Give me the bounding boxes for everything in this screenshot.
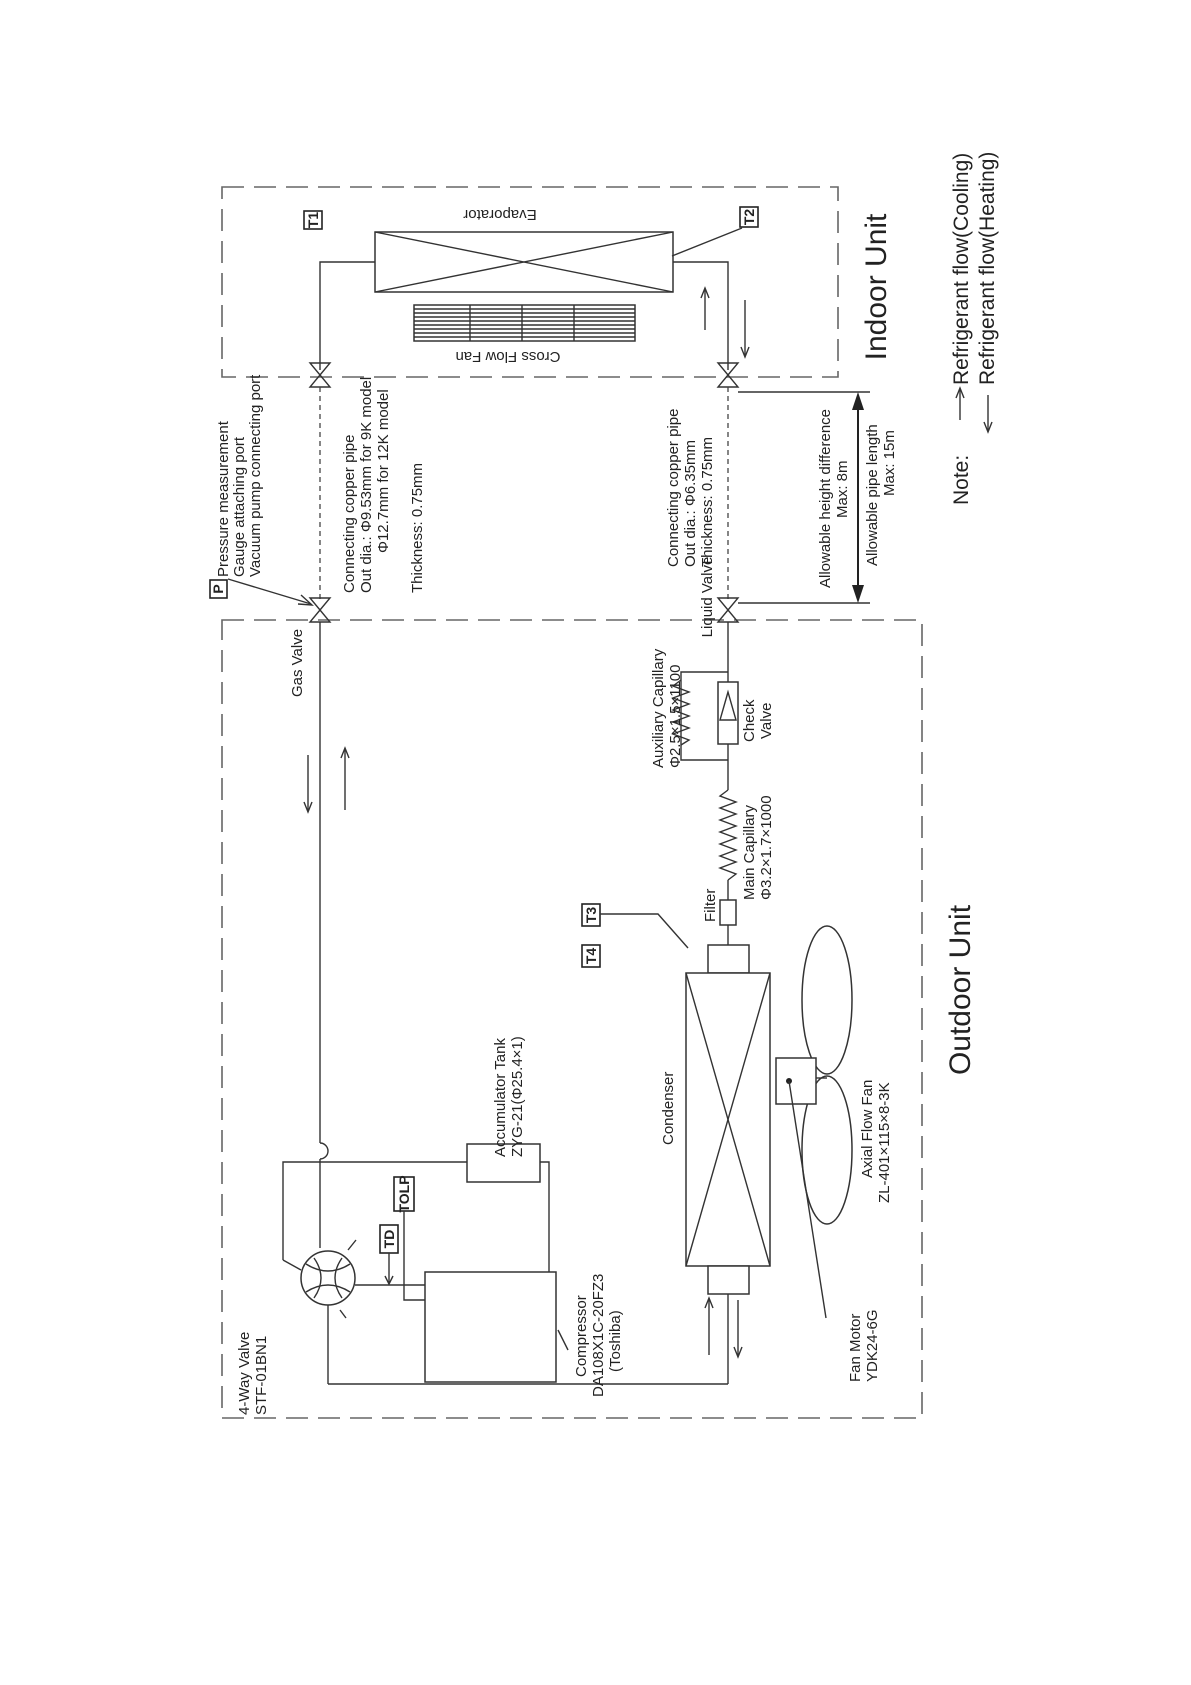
- filter-label: Filter: [702, 889, 719, 922]
- main-capillary-label: Main Capillary Φ3.2×1.7×1000: [741, 795, 775, 900]
- note-label: Note:: [950, 455, 973, 505]
- pressure-port-letter: P: [210, 584, 226, 593]
- liquid-valve: [716, 597, 740, 612]
- condenser-label: Condenser: [660, 1072, 677, 1145]
- sensor-t2-label: T2: [741, 209, 757, 226]
- svg-text:Allowable pipe length: Allowable pipe length: [864, 424, 881, 566]
- condenser-header-top: [707, 944, 750, 974]
- sensor-t4-tag: [581, 944, 601, 968]
- gas-valve-label: Gas Valve: [289, 629, 306, 697]
- evaporator: [374, 231, 674, 293]
- pressure-port-text: Pressure measurement Gauge attaching por…: [215, 374, 264, 577]
- svg-text:YDK24-6G: YDK24-6G: [864, 1309, 881, 1382]
- allowable-length: Allowable pipe length Max: 15m: [864, 424, 898, 566]
- svg-text:(Toshiba): (Toshiba): [607, 1310, 624, 1372]
- liquid-valve-label: Liquid Valve: [699, 557, 716, 638]
- svg-text:Connecting copper pipe: Connecting copper pipe: [665, 409, 682, 567]
- evaporator-label: Evaporator: [463, 206, 536, 223]
- compressor-label: Compressor DA108X1C-20FZ3 (Toshiba): [573, 1274, 624, 1397]
- auxiliary-capillary: [671, 679, 691, 746]
- svg-text:4-Way Valve: 4-Way Valve: [236, 1332, 253, 1415]
- svg-text:Auxiliary Capillary: Auxiliary Capillary: [650, 648, 667, 768]
- outdoor-flow-arrows: [303, 746, 743, 1359]
- svg-text:Gauge attaching port: Gauge attaching port: [231, 436, 248, 577]
- sensor-t3-label: T3: [583, 907, 599, 924]
- sensor-tolp-label: TOLP: [396, 1175, 412, 1212]
- indoor-gas-pipe: [319, 261, 375, 370]
- svg-text:Connecting copper pipe: Connecting copper pipe: [341, 435, 358, 593]
- check-valve-label: Check Valve: [741, 699, 775, 742]
- svg-text:STF-01BN1: STF-01BN1: [253, 1336, 270, 1415]
- sensor-t2-tag: [739, 206, 759, 228]
- cross-flow-fan: [413, 304, 636, 342]
- svg-text:DA108X1C-20FZ3: DA108X1C-20FZ3: [590, 1274, 607, 1397]
- four-way-valve-label: 4-Way Valve STF-01BN1: [236, 1332, 270, 1415]
- pressure-port-leader: [227, 578, 312, 605]
- sensor-t1-tag: [303, 210, 323, 230]
- condenser: [685, 972, 771, 1267]
- svg-text:ZL-401×115×8-3K: ZL-401×115×8-3K: [876, 1082, 893, 1203]
- axial-flow-fan: [775, 925, 853, 1225]
- indoor-unit-boundary: [221, 186, 839, 378]
- svg-text:Max: 15m: Max: 15m: [881, 430, 898, 496]
- svg-text:Main Capillary: Main Capillary: [741, 804, 758, 900]
- allowable-dimension: [738, 391, 870, 604]
- svg-text:Max: 8m: Max: 8m: [834, 460, 851, 518]
- indoor-unit-title: Indoor Unit: [860, 213, 893, 360]
- outdoor-unit-title: Outdoor Unit: [944, 904, 977, 1075]
- legend-cooling: Refrigerant flow(Cooling): [950, 153, 973, 420]
- sensor-t4-label: T4: [583, 948, 599, 965]
- gas-pipe-spec: Connecting copper pipe Out dia.: Φ9.53mm…: [341, 377, 426, 593]
- allowable-height: Allowable height difference Max: 8m: [817, 409, 851, 588]
- indoor-gas-valve: [308, 362, 332, 377]
- legend-cooling-label: Refrigerant flow(Cooling): [950, 153, 973, 385]
- sensor-t3-tag: [581, 903, 601, 927]
- aux-capillary-label: Auxiliary Capillary Φ2.5×1.5×1100: [650, 648, 684, 768]
- svg-text:Φ2.5×1.5×1100: Φ2.5×1.5×1100: [667, 665, 684, 768]
- compressor: [424, 1271, 557, 1383]
- sensor-t2-leader: [671, 227, 743, 257]
- svg-text:Valve: Valve: [758, 703, 775, 739]
- indoor-liquid-valve: [716, 362, 740, 377]
- indoor-flow-arrows: [700, 286, 750, 359]
- accumulator-label: Accumulator Tank ZYG-21(Φ25.4×1): [492, 1036, 526, 1157]
- svg-text:Thickness: 0.75mm: Thickness: 0.75mm: [699, 437, 716, 567]
- svg-text:Compressor: Compressor: [573, 1295, 590, 1377]
- svg-text:Φ3.2×1.7×1000: Φ3.2×1.7×1000: [758, 795, 775, 900]
- svg-text:Out dia.: Φ6.35mm: Out dia.: Φ6.35mm: [682, 440, 699, 567]
- svg-text:Fan Motor: Fan Motor: [847, 1314, 864, 1382]
- sensor-t1-label: T1: [305, 212, 321, 229]
- pressure-port-tag: [209, 579, 228, 599]
- svg-text:Thickness: 0.75mm: Thickness: 0.75mm: [409, 463, 426, 593]
- svg-text:Out dia.: Φ9.53mm for 9K model: Out dia.: Φ9.53mm for 9K model: [358, 377, 375, 593]
- condenser-header-bottom: [707, 1265, 750, 1295]
- fan-motor-label: Fan Motor YDK24-6G: [847, 1309, 881, 1382]
- outdoor-unit-boundary: [221, 619, 923, 1419]
- main-capillary: [718, 789, 738, 881]
- fan-motor-leader: [788, 1080, 827, 1319]
- gas-valve: [308, 597, 332, 612]
- svg-text:Vacuum pump connecting port: Vacuum pump connecting port: [247, 374, 264, 577]
- svg-text:Allowable height difference: Allowable height difference: [817, 409, 834, 588]
- filter: [719, 899, 737, 926]
- accumulator-tank: [466, 1143, 541, 1183]
- svg-text:Axial Flow Fan: Axial Flow Fan: [859, 1080, 876, 1178]
- legend-heating: Refrigerant flow(Heating): [976, 152, 999, 434]
- aux-capillary-loop: [680, 671, 728, 761]
- liquid-pipe-spec: Connecting copper pipe Out dia.: Φ6.35mm…: [665, 409, 716, 567]
- svg-text:ZYG-21(Φ25.4×1): ZYG-21(Φ25.4×1): [509, 1036, 526, 1157]
- four-way-valve: [282, 1250, 356, 1306]
- svg-text:Pressure measurement: Pressure measurement: [215, 420, 232, 577]
- svg-text:Accumulator Tank: Accumulator Tank: [492, 1038, 509, 1157]
- sensor-td-label: TD: [381, 1230, 397, 1249]
- svg-text:Φ12.7mm for 12K model: Φ12.7mm for 12K model: [375, 389, 392, 553]
- cross-flow-fan-label: Cross Flow Fan: [455, 348, 560, 365]
- axial-fan-label: Axial Flow Fan ZL-401×115×8-3K: [859, 1080, 893, 1203]
- indoor-liquid-pipe: [673, 261, 729, 370]
- accumulator-inlet: [282, 1161, 467, 1260]
- legend-heating-label: Refrigerant flow(Heating): [976, 152, 999, 385]
- svg-text:Check: Check: [741, 699, 758, 742]
